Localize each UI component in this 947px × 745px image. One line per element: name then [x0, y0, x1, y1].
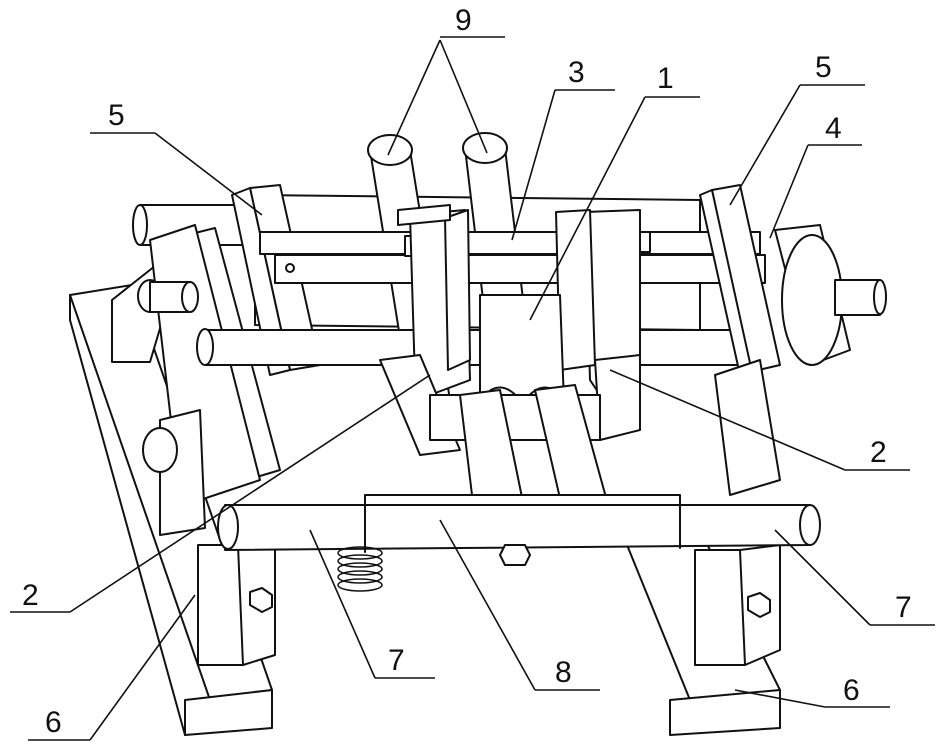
label-6-right: 6 [843, 674, 860, 707]
bottom-nut [500, 545, 530, 565]
label-8: 8 [555, 656, 572, 689]
label-7-right: 7 [895, 591, 912, 624]
label-3: 3 [568, 56, 585, 89]
label-1: 1 [657, 62, 674, 95]
label-5-left: 5 [108, 99, 125, 132]
label-2-right: 2 [870, 436, 887, 469]
label-7-middle: 7 [388, 644, 405, 677]
right-housing [775, 225, 886, 365]
label-9: 9 [455, 4, 472, 37]
lower-crossbar [218, 495, 820, 552]
middle-shaft [197, 329, 753, 365]
right-post [695, 545, 780, 665]
label-2-left: 2 [22, 579, 39, 612]
label-6-left: 6 [45, 706, 62, 739]
left-post [198, 540, 275, 665]
spring [338, 547, 382, 591]
label-4: 4 [825, 112, 842, 145]
label-5-right: 5 [815, 51, 832, 84]
